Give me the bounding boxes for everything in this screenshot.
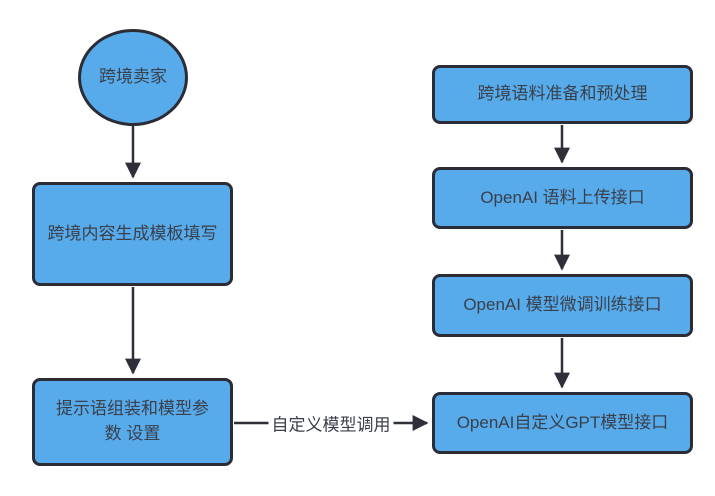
node-prompt-assembly: 提示语组装和模型参数 设置 (32, 378, 233, 466)
node-seller-label: 跨境卖家 (99, 67, 167, 87)
edge-label-custom-model-call: 自定义模型调用 (268, 409, 394, 437)
node-custom-gpt-api-label: OpenAI自定义GPT模型接口 (456, 412, 669, 432)
node-corpus-upload-api: OpenAI 语料上传接口 (432, 167, 693, 229)
node-content-template: 跨境内容生成模板填写 (32, 182, 233, 286)
node-corpus-preparation: 跨境语料准备和预处理 (432, 65, 693, 124)
node-corpus-upload-api-label: OpenAI 语料上传接口 (480, 187, 645, 207)
node-prompt-assembly-label: 提示语组装和模型参数 设置 (56, 399, 209, 443)
node-corpus-preparation-label: 跨境语料准备和预处理 (477, 84, 648, 104)
node-finetune-training-api: OpenAI 模型微调训练接口 (432, 274, 693, 337)
node-content-template-label: 跨境内容生成模板填写 (47, 223, 218, 243)
node-seller: 跨境卖家 (78, 29, 188, 126)
node-finetune-training-api-label: OpenAI 模型微调训练接口 (463, 295, 662, 315)
node-custom-gpt-api: OpenAI自定义GPT模型接口 (432, 392, 693, 454)
